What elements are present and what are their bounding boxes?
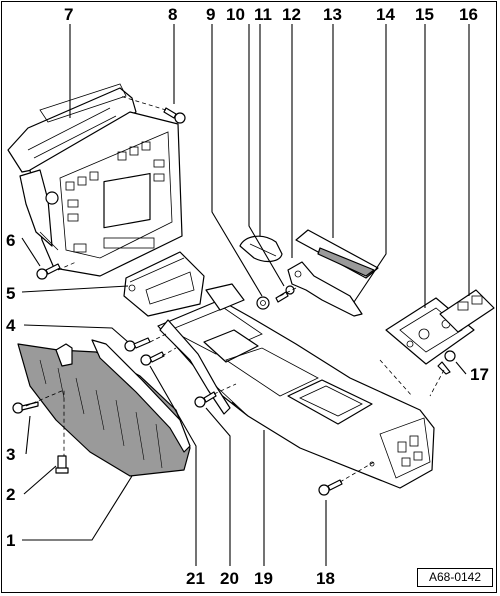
leader-lines [21,24,470,566]
centre-console-part-19 [157,283,435,489]
callout-label-11: 11 [254,5,272,24]
callout-label-4: 4 [6,316,16,335]
callout-label-17: 17 [470,365,489,384]
callout-label-5: 5 [6,284,15,303]
callout-label-14: 14 [376,5,395,24]
callout-label-10: 10 [226,5,245,24]
screw-part-2 [55,455,69,474]
callout-label-6: 6 [6,231,15,250]
callout-label-18: 18 [316,569,335,588]
holder-part-14 [287,261,363,317]
callout-label-16: 16 [459,5,478,24]
screw-part-10 [275,285,295,303]
switch-panel-part-16 [439,289,495,333]
callout-label-21: 21 [186,569,205,588]
screw-part-20 [194,391,217,408]
bracket-part-13 [295,229,379,279]
screw-part-4 [124,337,151,352]
cover-cap-part-11 [239,235,283,263]
side-trim-part-21 [159,319,231,415]
callout-label-1: 1 [6,531,15,550]
callout-label-19: 19 [254,569,273,588]
callout-label-3: 3 [6,445,15,464]
callout-label-2: 2 [6,485,15,504]
callout-labels: 7 8 9 10 11 12 13 14 15 16 6 5 4 3 2 1 1… [6,5,489,588]
callout-label-7: 7 [64,5,73,24]
screw-part-18 [318,479,343,496]
assembly-lines [25,95,445,483]
callout-label-9: 9 [206,5,215,24]
side-panel-part-1 [17,339,191,477]
figure-reference-code: A68-0142 [417,568,493,587]
screw-part-17 [437,350,456,375]
callout-label-12: 12 [282,5,301,24]
callout-label-20: 20 [220,569,239,588]
screw-part-3 [12,401,39,414]
callout-label-15: 15 [415,5,434,24]
callout-label-8: 8 [168,5,177,24]
control-unit-part-7 [7,83,183,277]
nut-part-9 [256,296,270,310]
screw-part-8 [163,107,186,124]
screw-part-21 [140,351,165,366]
screw-part-6 [36,263,61,280]
callout-label-13: 13 [323,5,342,24]
storage-tray-part-5 [123,251,205,317]
